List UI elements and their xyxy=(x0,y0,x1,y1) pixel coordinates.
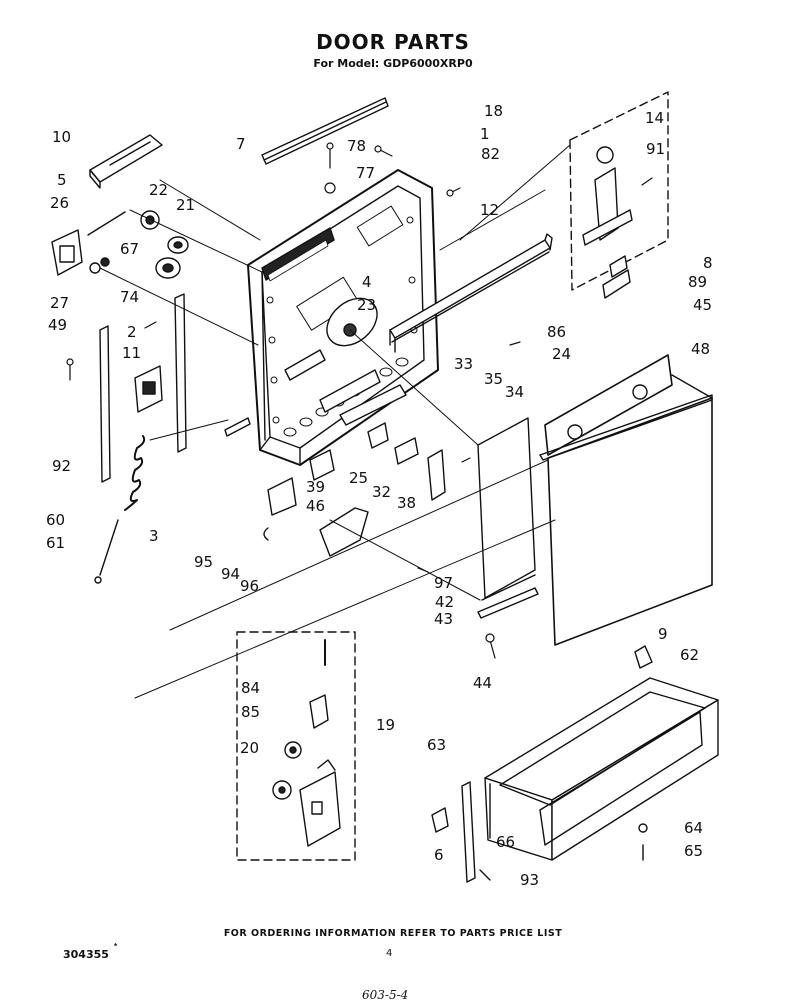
callout-5: 5 xyxy=(57,171,67,189)
callout-38: 38 xyxy=(397,494,417,512)
model-subtitle: For Model: GDP6000XRP0 xyxy=(313,57,473,70)
callout-21: 21 xyxy=(176,196,196,214)
gasket-strip xyxy=(261,97,389,165)
callout-27: 27 xyxy=(50,294,70,312)
callout-9: 9 xyxy=(658,625,668,643)
callout-32: 32 xyxy=(372,483,392,501)
callout-77: 77 xyxy=(356,164,376,182)
callout-67: 67 xyxy=(120,240,140,258)
callout-45: 45 xyxy=(693,296,713,314)
callout-91: 91 xyxy=(646,140,666,158)
callout-89: 89 xyxy=(688,273,708,291)
latch-linkage-parts xyxy=(263,384,446,557)
callout-10: 10 xyxy=(52,128,72,146)
callout-85: 85 xyxy=(241,703,261,721)
callout-93: 93 xyxy=(520,871,540,889)
door-rail xyxy=(389,233,553,353)
callout-34: 34 xyxy=(505,383,525,401)
left-bracket-parts xyxy=(51,134,251,483)
callout-39: 39 xyxy=(306,478,326,496)
ordering-note: FOR ORDERING INFORMATION REFER TO PARTS … xyxy=(223,928,563,939)
callout-18: 18 xyxy=(484,102,504,120)
callout-23: 23 xyxy=(357,296,377,314)
leader-lines xyxy=(99,144,571,699)
callout-97: 97 xyxy=(434,574,454,592)
callout-1: 1 xyxy=(480,125,490,143)
callout-22: 22 xyxy=(149,181,169,199)
callout-33: 33 xyxy=(454,355,474,373)
callout-84: 84 xyxy=(241,679,261,697)
callout-25: 25 xyxy=(349,469,369,487)
callout-44: 44 xyxy=(473,674,493,692)
callout-82: 82 xyxy=(481,145,501,163)
callout-3: 3 xyxy=(149,527,159,545)
callout-46: 46 xyxy=(306,497,326,515)
callout-24: 24 xyxy=(552,345,572,363)
callout-8: 8 xyxy=(703,254,713,272)
callout-96: 96 xyxy=(240,577,260,595)
callout-74: 74 xyxy=(120,288,140,306)
callout-78: 78 xyxy=(347,137,367,155)
callout-63: 63 xyxy=(427,736,447,754)
callout-42: 42 xyxy=(435,593,455,611)
document-number: 304355 xyxy=(63,948,109,961)
callout-86: 86 xyxy=(547,323,567,341)
diagram-title: DOOR PARTS xyxy=(316,30,470,54)
bottom-tray xyxy=(431,645,719,883)
gear-parts xyxy=(87,210,189,279)
document-mark: * xyxy=(114,942,118,951)
callout-2: 2 xyxy=(127,323,137,341)
callout-60: 60 xyxy=(46,511,66,529)
callout-19: 19 xyxy=(376,716,396,734)
callout-14: 14 xyxy=(645,109,665,127)
callout-43: 43 xyxy=(434,610,454,628)
screws xyxy=(66,142,653,659)
callout-66: 66 xyxy=(496,833,516,851)
callout-48: 48 xyxy=(691,340,711,358)
callout-49: 49 xyxy=(48,316,68,334)
handwritten-note: 603-5-4 xyxy=(362,988,409,1002)
hinge-assembly-box xyxy=(569,91,669,299)
latch-assembly-box xyxy=(236,631,356,861)
callout-64: 64 xyxy=(684,819,704,837)
callout-7: 7 xyxy=(236,135,246,153)
callout-92: 92 xyxy=(52,457,72,475)
callout-62: 62 xyxy=(680,646,700,664)
insulation-panel xyxy=(477,417,539,619)
callout-20: 20 xyxy=(240,739,260,757)
outer-door-panel xyxy=(539,354,713,646)
callout-4: 4 xyxy=(362,273,372,291)
callout-12: 12 xyxy=(480,201,500,219)
callout-11: 11 xyxy=(122,344,142,362)
callout-6: 6 xyxy=(434,846,444,864)
callout-35: 35 xyxy=(484,370,504,388)
page-number: 4 xyxy=(386,948,393,959)
callout-61: 61 xyxy=(46,534,66,552)
door-spring xyxy=(94,435,146,584)
callout-26: 26 xyxy=(50,194,70,212)
callout-95: 95 xyxy=(194,553,214,571)
callout-94: 94 xyxy=(221,565,241,583)
callout-65: 65 xyxy=(684,842,704,860)
